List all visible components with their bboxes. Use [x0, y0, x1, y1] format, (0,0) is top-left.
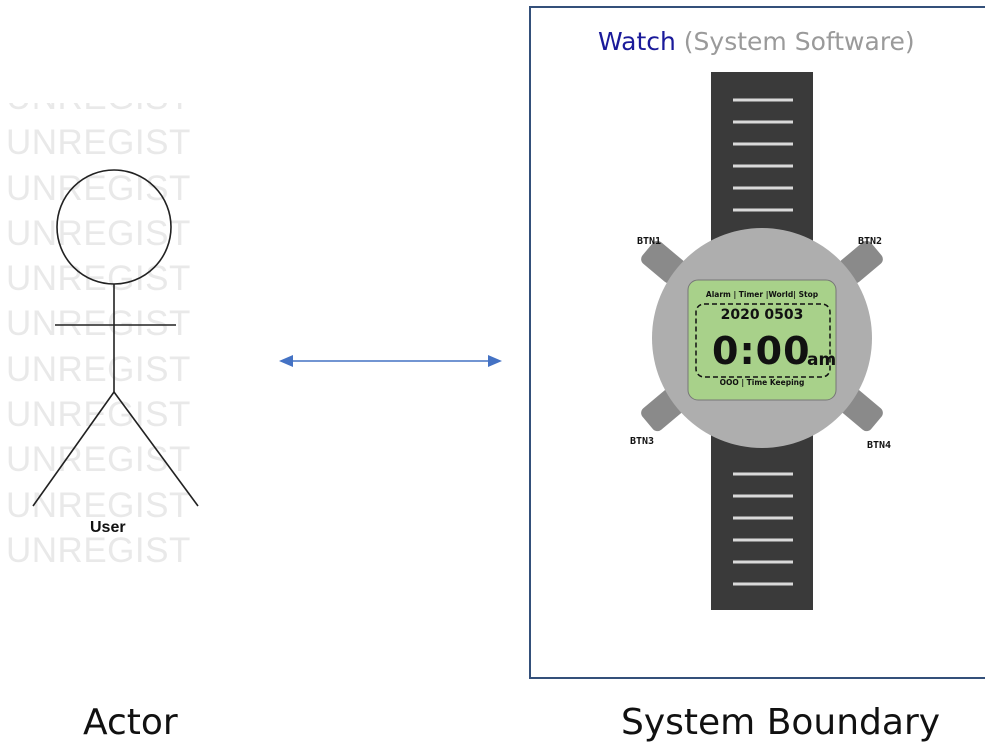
- lcd-ampm: am: [807, 350, 837, 370]
- lcd-time: 0:00: [712, 329, 811, 373]
- arrow-right-head: [488, 355, 502, 367]
- lcd-date: 2020 0503: [720, 307, 804, 323]
- boundary-title-sub: (System Software): [683, 27, 915, 56]
- actor-figure: [32, 169, 199, 507]
- btn4-label: BTN4: [867, 440, 892, 451]
- btn1-label: BTN1: [637, 236, 662, 247]
- watermark-row: UNREGIST: [6, 485, 191, 525]
- watermark-row: UNREGIST: [6, 213, 191, 253]
- actor-right-leg: [113, 391, 199, 507]
- lcd-status: OOO | Time Keeping: [719, 378, 805, 387]
- system-boundary-caption: System Boundary: [621, 702, 941, 743]
- watch-illustration: [641, 72, 883, 610]
- actor-caption: Actor: [83, 702, 178, 743]
- watch-lcd: [687, 279, 837, 401]
- watermark-row: UNREGIST: [6, 168, 191, 208]
- actor-left-leg: [32, 391, 115, 507]
- watch-strap-bottom: [711, 430, 813, 610]
- system-boundary: [529, 6, 985, 679]
- strap-bottom-stripes: [733, 472, 793, 586]
- watermark-row: UNREGIST: [6, 349, 191, 389]
- association-arrow: [279, 355, 502, 367]
- boundary-title-main: Watch: [598, 27, 676, 56]
- lcd-mode-menu: Alarm | Timer |World| Stop: [705, 290, 819, 299]
- watermark-row: UNREGIST: [6, 259, 191, 299]
- watermark-row: UNREGIST: [6, 103, 206, 120]
- actor-head: [56, 169, 172, 285]
- btn3-label: BTN3: [630, 436, 655, 447]
- lcd-dashed-frame: [695, 303, 831, 378]
- boundary-title: Watch (System Software): [598, 27, 915, 56]
- watermark-row: UNREGIST: [6, 530, 191, 570]
- watermark-row: UNREGIST: [6, 440, 191, 480]
- watermark-row: UNREGIST: [6, 304, 191, 344]
- actor-name: User: [90, 519, 126, 536]
- strap-top-stripes: [733, 98, 793, 212]
- watermark: UNREGIST UNREGIST UNREGIST UNREGIST UNRE…: [6, 103, 206, 573]
- arrow-left-head: [279, 355, 293, 367]
- watermark-row: UNREGIST: [6, 123, 191, 163]
- btn2-label: BTN2: [858, 236, 883, 247]
